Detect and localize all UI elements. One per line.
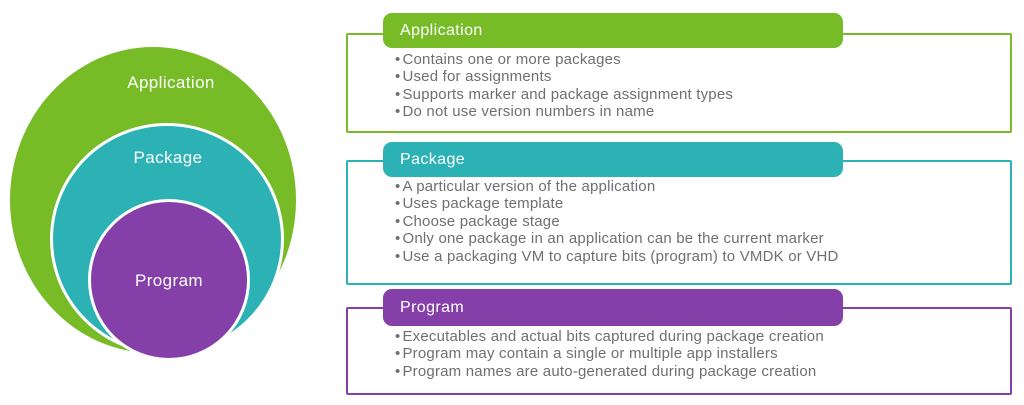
bullet-item: •Used for assignments	[395, 68, 733, 85]
bullet-item: •Do not use version numbers in name	[395, 103, 733, 120]
bullet-icon: •	[395, 247, 401, 265]
bullet-text: A particular version of the application	[402, 178, 656, 195]
bullet-icon: •	[395, 230, 401, 248]
bullet-item: •Uses package template	[395, 195, 839, 212]
bullet-icon: •	[395, 178, 401, 195]
bullet-icon: •	[395, 51, 401, 68]
bullet-item: •Supports marker and package assignment …	[395, 86, 733, 103]
bullet-text: Supports marker and package assignment t…	[402, 85, 734, 103]
bullet-item: •Use a packaging VM to capture bits (pro…	[395, 248, 839, 265]
application-header-title: Application	[400, 21, 483, 39]
bullet-icon: •	[395, 103, 401, 121]
bullet-icon: •	[395, 195, 401, 213]
bullet-icon: •	[395, 212, 401, 230]
bullet-item: •Program may contain a single or multipl…	[395, 345, 824, 362]
package-header-tab: Package	[383, 142, 843, 177]
bullet-item: •A particular version of the application	[395, 178, 839, 195]
bullet-item: •Program names are auto-generated during…	[395, 363, 824, 380]
package-bullet-list: •A particular version of the application…	[395, 178, 839, 265]
bullet-icon: •	[395, 345, 401, 363]
bullet-icon: •	[395, 362, 401, 380]
bullet-text: Executables and actual bits captured dur…	[402, 328, 824, 345]
application-circle-label: Application	[127, 73, 215, 92]
bullet-item: •Choose package stage	[395, 213, 839, 230]
bullet-text: Do not use version numbers in name	[402, 103, 655, 121]
application-box-outline	[346, 33, 1012, 133]
bullet-text: Choose package stage	[402, 212, 560, 230]
application-header-tab: Application	[383, 13, 843, 48]
program-circle	[88, 199, 250, 361]
bullet-icon: •	[395, 68, 401, 86]
bullet-icon: •	[395, 328, 401, 345]
package-circle-label: Package	[133, 148, 203, 167]
bullet-icon: •	[395, 85, 401, 103]
bullet-text: Only one package in an application can b…	[402, 230, 824, 248]
bullet-text: Use a packaging VM to capture bits (prog…	[402, 247, 839, 265]
bullet-item: •Only one package in an application can …	[395, 230, 839, 247]
program-header-title: Program	[400, 298, 465, 316]
package-header-title: Package	[400, 150, 466, 168]
bullet-item: •Contains one or more packages	[395, 51, 733, 68]
bullet-text: Contains one or more packages	[402, 51, 621, 68]
bullet-text: Used for assignments	[402, 68, 552, 86]
program-circle-label: Program	[135, 271, 203, 290]
bullet-text: Program may contain a single or multiple…	[402, 345, 778, 363]
bullet-item: •Executables and actual bits captured du…	[395, 328, 824, 345]
bullet-text: Program names are auto-generated during …	[402, 362, 817, 380]
program-header-tab: Program	[383, 289, 843, 326]
program-bullet-list: •Executables and actual bits captured du…	[395, 328, 824, 380]
package-box-outline	[346, 160, 1012, 285]
application-bullet-list: •Contains one or more packages •Used for…	[395, 51, 733, 121]
bullet-text: Uses package template	[402, 195, 564, 213]
